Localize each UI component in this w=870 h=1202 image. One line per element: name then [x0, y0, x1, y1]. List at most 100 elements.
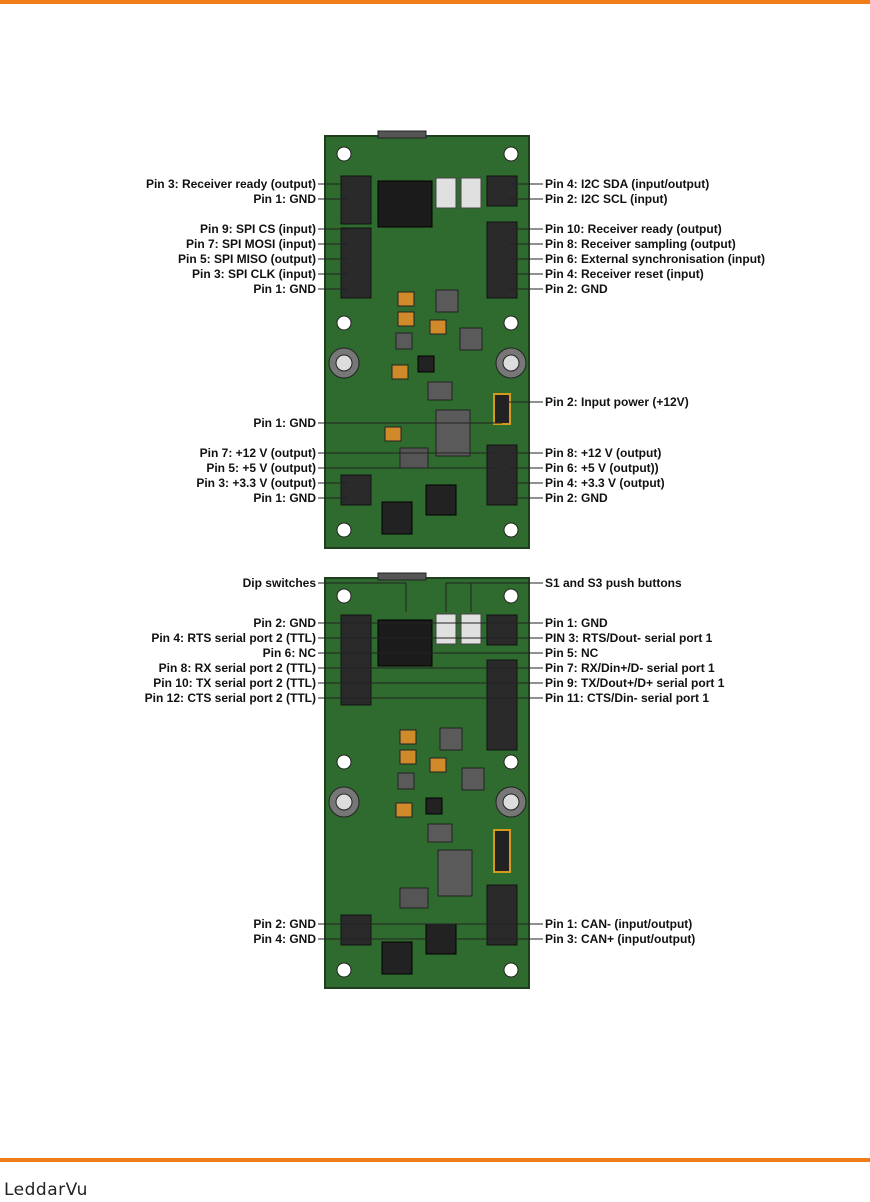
leader-lines-bottom-left	[318, 582, 407, 940]
pin-label: Pin 12: CTS serial port 2 (TTL)	[145, 691, 316, 705]
pin-header	[486, 614, 518, 646]
capacitor	[391, 364, 409, 380]
pin-label: Pin 1: CAN- (input/output)	[545, 917, 692, 931]
capacitor	[429, 319, 447, 335]
pin-header	[340, 227, 372, 299]
dip-switch	[377, 619, 433, 667]
pin-label: Pin 4: GND	[253, 932, 316, 946]
pin-header	[340, 175, 372, 225]
chip	[427, 823, 453, 843]
mounting-hole	[336, 315, 352, 331]
chip	[425, 797, 443, 815]
board-bottom	[324, 572, 530, 989]
chip	[459, 327, 483, 351]
mounting-hole	[503, 522, 519, 538]
chip	[381, 501, 413, 535]
pin-label: Pin 9: SPI CS (input)	[200, 222, 316, 236]
pin-label: Pin 2: GND	[545, 282, 608, 296]
pin-label: Pin 7: RX/Din+/D- serial port 1	[545, 661, 715, 675]
pin-header	[486, 221, 518, 299]
mounting-hole	[336, 588, 352, 604]
pin-label: Pin 5: NC	[545, 646, 599, 660]
chip	[417, 355, 435, 373]
chip	[435, 289, 459, 313]
pin-label: Pin 8: +12 V (output)	[545, 446, 661, 460]
pin-label: Pin 4: RTS serial port 2 (TTL)	[151, 631, 316, 645]
mounting-hole	[503, 588, 519, 604]
standoff	[328, 347, 360, 379]
pin-label: Pin 11: CTS/Din- serial port 1	[545, 691, 709, 705]
pin-label: Pin 8: RX serial port 2 (TTL)	[159, 661, 316, 675]
push-button	[435, 177, 457, 209]
pin-header	[340, 914, 372, 946]
leader-lines-top-left	[318, 183, 502, 499]
header-rule	[0, 0, 870, 4]
pin-label: Pin 6: +5 V (output))	[545, 461, 659, 475]
pin-label: Pin 1: GND	[253, 416, 316, 430]
standoff	[495, 347, 527, 379]
chip	[399, 447, 429, 469]
capacitor	[395, 802, 413, 818]
pin-label: Pin 3: +3.3 V (output)	[196, 476, 316, 490]
pin-label: Pin 8: Receiver sampling (output)	[545, 237, 736, 251]
pin-label: Pin 3: CAN+ (input/output)	[545, 932, 695, 946]
pin-header	[486, 659, 518, 751]
pin-label: Pin 2: GND	[545, 491, 608, 505]
mounting-hole	[336, 754, 352, 770]
dip-switch	[377, 180, 433, 228]
mounting-hole	[503, 315, 519, 331]
pin-label: Pin 1: GND	[253, 491, 316, 505]
power-connector	[493, 393, 511, 425]
capacitor	[399, 749, 417, 765]
pin-label: Pin 10: TX serial port 2 (TTL)	[153, 676, 316, 690]
inductor	[437, 849, 473, 897]
pin-header	[486, 884, 518, 946]
pin-label: Pin 3: SPI CLK (input)	[192, 267, 316, 281]
chip	[399, 887, 429, 909]
board-bottom-connector	[377, 572, 427, 581]
mounting-hole	[336, 522, 352, 538]
mounting-hole	[503, 962, 519, 978]
pin-label: Pin 9: TX/Dout+/D+ serial port 1	[545, 676, 725, 690]
pin-label: Pin 5: +5 V (output)	[206, 461, 316, 475]
leader-lines-top-right	[502, 183, 543, 499]
footer-rule	[0, 1158, 870, 1162]
pin-label: Pin 2: I2C SCL (input)	[545, 192, 667, 206]
pin-label: Pin 1: GND	[253, 192, 316, 206]
component-label: Dip switches	[243, 576, 317, 590]
component-label: S1 and S3 push buttons	[545, 576, 682, 590]
pin-label: Pin 5: SPI MISO (output)	[178, 252, 316, 266]
capacitor	[397, 291, 415, 307]
pin-label: Pin 2: Input power (+12V)	[545, 395, 689, 409]
standoff	[495, 786, 527, 818]
chip	[381, 941, 413, 975]
footer-logo: LeddarVu	[4, 1180, 88, 1200]
capacitor	[384, 426, 402, 442]
pin-header	[340, 474, 372, 506]
power-connector	[493, 829, 511, 873]
pin-header	[486, 175, 518, 207]
chip	[439, 727, 463, 751]
pin-label: Pin 2: GND	[253, 616, 316, 630]
push-button	[460, 613, 482, 645]
pin-label: Pin 4: I2C SDA (input/output)	[545, 177, 709, 191]
pin-label: PIN 3: RTS/Dout- serial port 1	[545, 631, 713, 645]
pin-label: Pin 7: SPI MOSI (input)	[186, 237, 316, 251]
push-button	[460, 177, 482, 209]
pin-header	[486, 444, 518, 506]
pcb-pinout-diagram: Pin 3: Receiver ready (output) Pin 1: GN…	[145, 130, 765, 989]
standoff	[328, 786, 360, 818]
pin-label: Pin 4: Receiver reset (input)	[545, 267, 704, 281]
push-button	[435, 613, 457, 645]
chip	[425, 484, 457, 516]
pin-label: Pin 4: +3.3 V (output)	[545, 476, 665, 490]
chip	[395, 332, 413, 350]
chip	[461, 767, 485, 791]
pin-label: Pin 3: Receiver ready (output)	[146, 177, 316, 191]
leader-lines-bottom-right	[360, 582, 543, 940]
mounting-hole	[503, 754, 519, 770]
mounting-hole	[336, 146, 352, 162]
pin-label: Pin 1: GND	[253, 282, 316, 296]
pin-header	[340, 614, 372, 706]
board-top	[324, 130, 530, 549]
